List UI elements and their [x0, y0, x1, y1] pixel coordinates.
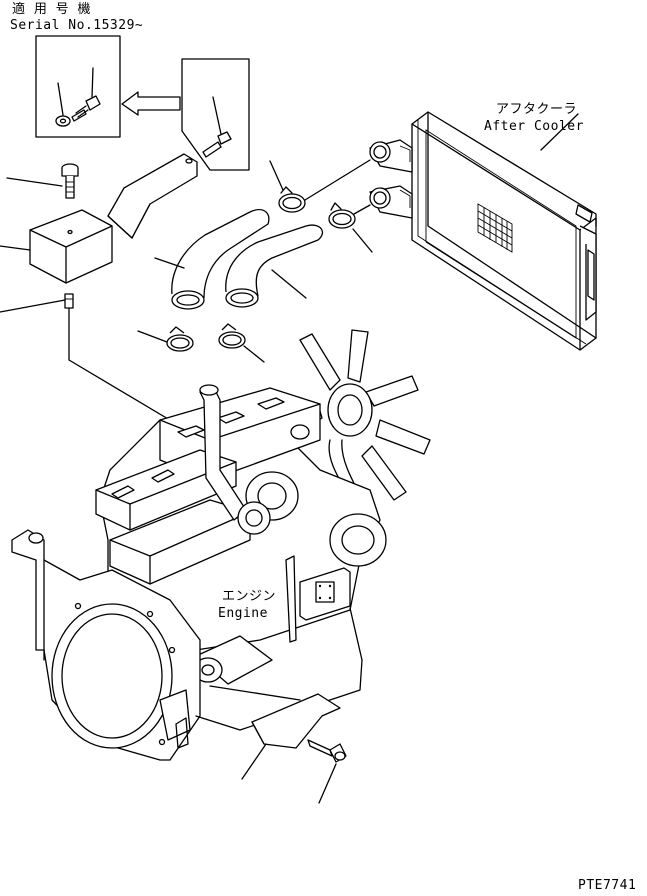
- hose-right: [225, 224, 323, 308]
- under-guard-plate: [209, 685, 341, 780]
- bolt-lower: [307, 739, 347, 804]
- engine-en-label: Engine: [218, 606, 268, 621]
- detail-inset-left: [35, 35, 121, 138]
- sensor-connector: [0, 293, 196, 436]
- direction-arrow: [121, 91, 181, 116]
- after-cooler-en-label: After Cooler: [484, 119, 584, 134]
- hose-left: [154, 209, 270, 310]
- hose-clamp-lower-left: [137, 326, 194, 352]
- cover-box: [0, 209, 113, 284]
- after-cooler-jp-label: アフタクーラ: [496, 102, 578, 117]
- detail-inset-right: [181, 58, 250, 171]
- hose-clamp-upper-left: [269, 160, 306, 213]
- bolt-upper-left: [6, 163, 79, 199]
- engine-jp-label: エンジン: [222, 589, 277, 604]
- applicable-serial-jp-label: 適 用 号 機: [12, 2, 91, 17]
- after-cooler: [304, 111, 597, 351]
- bracket-plate: [107, 153, 198, 239]
- hose-clamp-lower-right: [218, 323, 265, 363]
- hose-clamp-upper-right: [328, 202, 373, 253]
- engine-assembly: [11, 329, 431, 761]
- serial-number-label: Serial No.15329~: [10, 18, 144, 33]
- drawing-code: PTE7741: [578, 878, 637, 893]
